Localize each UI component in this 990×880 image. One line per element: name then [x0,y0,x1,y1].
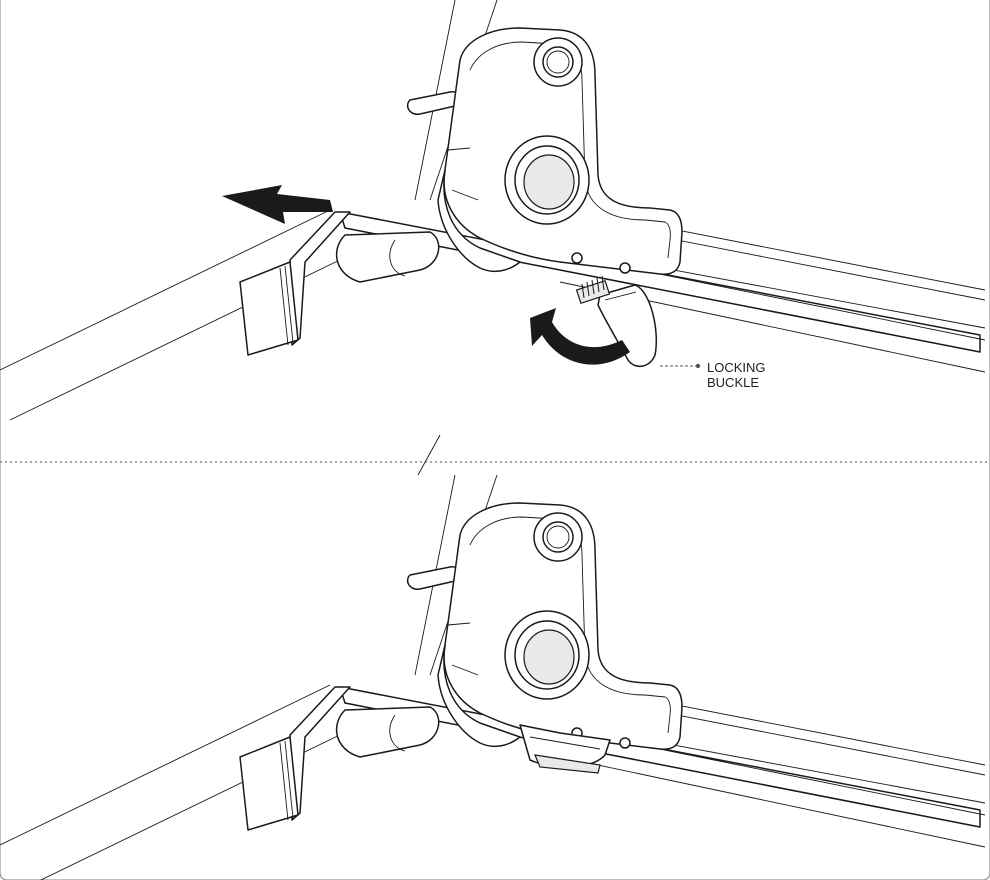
locking-buckle-closed [519,724,611,774]
bottom-panel-illustration [0,434,986,880]
slide-left-arrow-icon [222,185,333,224]
locking-buckle-open [575,275,658,367]
rotate-buckle-arrow-icon [530,308,630,365]
locking-buckle-callout: LOCKING BUCKLE [660,360,766,390]
top-panel-illustration [0,0,986,421]
callout-label-line-1: LOCKING [707,360,766,375]
callout-label-line-2: BUCKLE [707,375,759,390]
